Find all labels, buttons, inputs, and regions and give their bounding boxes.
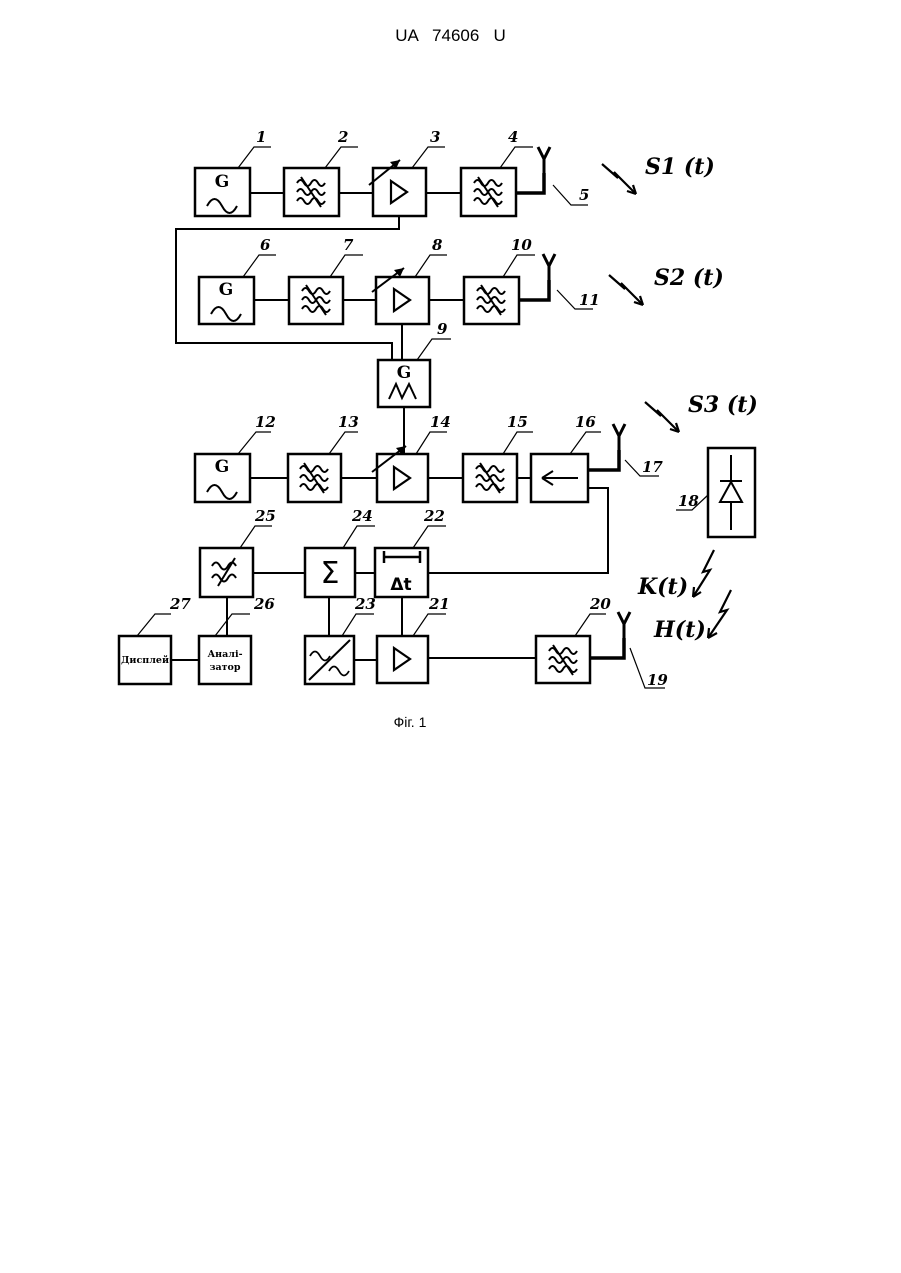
analyzer-26: Аналі- затор: [199, 636, 251, 684]
label-19: 19: [647, 671, 668, 689]
amplifier-14: [372, 446, 428, 502]
target-18: [708, 448, 755, 537]
antenna-5: [538, 147, 550, 173]
radiation-arrow-s3: [645, 402, 679, 432]
label-22: 22: [423, 507, 445, 525]
amplifier-8: [372, 268, 429, 324]
label-6: 6: [260, 236, 271, 254]
label-9: 9: [437, 320, 448, 338]
filter-13: [288, 454, 341, 502]
label-15: 15: [507, 413, 528, 431]
sum-symbol: Σ: [321, 556, 340, 591]
generator-symbol: G: [215, 457, 230, 477]
label-7: 7: [343, 236, 354, 254]
label-20: 20: [589, 595, 611, 613]
converter-23: [305, 636, 354, 684]
filter-15: [463, 454, 517, 502]
radiation-arrow-s2: [609, 275, 643, 305]
label-10: 10: [511, 236, 532, 254]
circulator-16: [531, 454, 588, 502]
label-25: 25: [254, 507, 276, 525]
label-24: 24: [351, 507, 373, 525]
label-18: 18: [678, 492, 699, 510]
label-5: 5: [579, 186, 589, 204]
generator-symbol: G: [397, 363, 412, 383]
filter-4: [461, 168, 516, 216]
figure-caption: Фіг. 1: [0, 714, 820, 730]
label-16: 16: [575, 413, 596, 431]
radiation-arrow-k: [693, 550, 714, 597]
filter-10: [464, 277, 519, 324]
signal-s2: S2 (t): [654, 265, 724, 291]
label-2: 2: [337, 128, 348, 146]
label-21: 21: [428, 595, 450, 613]
display-label: Дисплей: [121, 655, 169, 666]
delay-22: Δt: [375, 548, 428, 597]
label-1: 1: [256, 128, 266, 146]
delta-t-symbol: Δt: [390, 575, 411, 595]
label-4: 4: [508, 128, 518, 146]
signal-labels: S1 (t) S2 (t) S3 (t) K(t) H(t): [637, 154, 758, 643]
generator-symbol: G: [215, 172, 230, 192]
filter-25: [200, 548, 253, 597]
signal-h: H(t): [653, 617, 706, 643]
label-14: 14: [430, 413, 451, 431]
analyzer-label-2: затор: [209, 662, 240, 673]
radiation-arrow-h: [708, 590, 731, 638]
antenna-11: [543, 254, 555, 280]
signal-s1: S1 (t): [645, 154, 715, 180]
generator-12: G: [195, 454, 250, 502]
summator-24: Σ: [305, 548, 355, 597]
radiation-arrow-s1: [602, 164, 636, 194]
generator-6: G: [199, 277, 254, 324]
label-26: 26: [253, 595, 275, 613]
amplifier-21: [377, 636, 428, 683]
label-3: 3: [430, 128, 440, 146]
filter-2: [284, 168, 339, 216]
signal-s3: S3 (t): [688, 392, 758, 418]
generator-1: G: [195, 168, 250, 216]
antenna-17: [613, 424, 625, 450]
label-8: 8: [432, 236, 443, 254]
sawtooth-generator-9: G: [378, 360, 430, 407]
reference-numbers: 1 2 3 4 5 6 7 8 10 11 9 12 13 14 15 16 1…: [169, 128, 699, 689]
label-11: 11: [579, 291, 600, 309]
label-23: 23: [354, 595, 376, 613]
label-12: 12: [255, 413, 276, 431]
display-27: Дисплей: [119, 636, 171, 684]
antenna-19: [618, 612, 630, 638]
amplifier-3: [369, 160, 426, 216]
filter-7: [289, 277, 343, 324]
label-17: 17: [642, 458, 663, 476]
label-13: 13: [338, 413, 359, 431]
signal-k: K(t): [637, 574, 688, 600]
generator-symbol: G: [219, 280, 234, 300]
analyzer-label-1: Аналі-: [207, 649, 242, 660]
filter-20: [536, 636, 590, 683]
label-27: 27: [169, 595, 191, 613]
